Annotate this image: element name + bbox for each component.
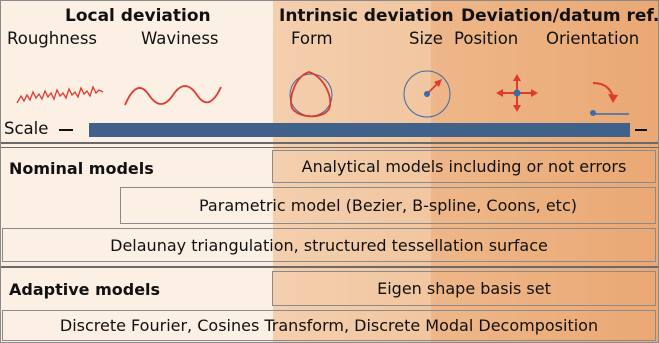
roughness-label: Roughness xyxy=(7,29,98,48)
scale-label: Scale xyxy=(4,119,49,138)
local-deviation-header: Local deviation xyxy=(65,6,211,26)
discrete-transform-box: Discrete Fourier, Cosines Transform, Dis… xyxy=(2,310,656,341)
form-label: Form xyxy=(291,29,333,48)
orientation-icon xyxy=(590,82,629,116)
eigen-shape-box: Eigen shape basis set xyxy=(272,271,656,306)
adaptive-models-label: Adaptive models xyxy=(9,280,161,299)
parametric-model-box: Parametric model (Bezier, B-spline, Coon… xyxy=(120,187,656,224)
header-divider-thin xyxy=(1,147,658,148)
header-divider xyxy=(1,142,658,144)
position-icon xyxy=(496,74,538,112)
delaunay-box: Delaunay triangulation, structured tesse… xyxy=(2,228,656,262)
roughness-icon xyxy=(16,85,104,104)
size-label: Size xyxy=(409,29,443,48)
scale-tick-left xyxy=(59,129,73,131)
size-icon xyxy=(403,70,451,118)
analytical-models-box: Analytical models including or not error… xyxy=(272,150,656,183)
intrinsic-deviation-header: Intrinsic deviation xyxy=(279,6,454,26)
scale-bar xyxy=(89,123,630,137)
datum-deviation-header: Deviation/datum ref. xyxy=(461,6,659,26)
scale-tick-right xyxy=(635,129,647,131)
nominal-models-label: Nominal models xyxy=(9,159,154,178)
orientation-label: Orientation xyxy=(546,29,640,48)
position-label: Position xyxy=(454,29,519,48)
waviness-icon xyxy=(124,85,222,106)
section-divider xyxy=(1,266,658,268)
form-icon xyxy=(289,71,333,118)
waviness-label: Waviness xyxy=(141,29,219,48)
